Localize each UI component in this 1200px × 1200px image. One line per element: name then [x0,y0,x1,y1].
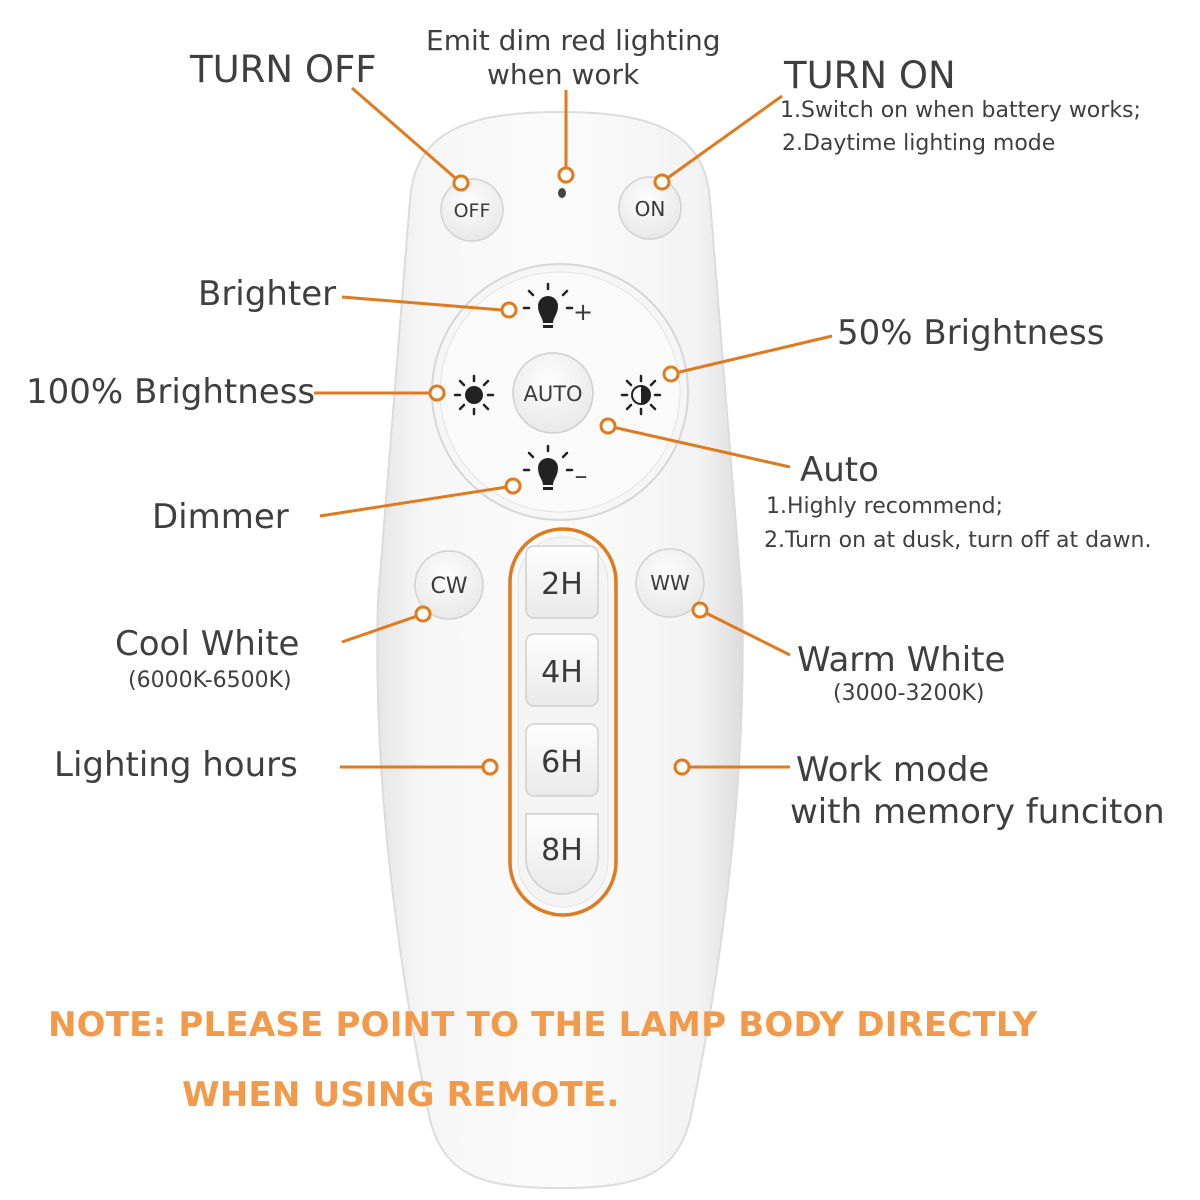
warm-white-range: (3000-3200K) [833,681,985,706]
cool-white-range: (6000K-6500K) [128,668,292,693]
auto-line1: 1.Highly recommend; [766,494,1004,519]
fifty-brightness-label: 50% Brightness [837,313,1105,353]
svg-text:2H: 2H [541,567,583,602]
svg-text:WW: WW [650,571,690,595]
svg-text:AUTO: AUTO [523,382,582,406]
svg-text:4H: 4H [541,655,583,690]
svg-text:6H: 6H [541,745,583,780]
auto-label: Auto [800,450,879,490]
brighter-label: Brighter [198,274,337,314]
svg-text:ON: ON [635,197,666,221]
emit-label-line2: when work [487,58,640,91]
hour-2h-button[interactable]: 2H [525,545,599,619]
turn-on-label: TURN ON [784,54,956,97]
sun-full-icon[interactable] [453,374,495,416]
on-button[interactable]: ON [618,176,682,240]
ww-button[interactable]: WW [635,548,705,618]
work-mode-line2: with memory funciton [790,792,1165,832]
hour-6h-button[interactable]: 6H [525,723,599,797]
auto-line2: 2.Turn on at dusk, turn off at dawn. [764,528,1152,553]
dimmer-label: Dimmer [152,497,289,537]
svg-text:CW: CW [430,574,467,599]
turn-on-line2: 2.Daytime lighting mode [782,131,1056,156]
warm-white-label: Warm White [797,640,1006,680]
hour-8h-button[interactable]: 8H [525,813,599,895]
svg-text:8H: 8H [541,833,583,868]
lighting-hours-label: Lighting hours [54,745,298,785]
svg-text:–: – [575,461,588,491]
callout-lines [314,86,833,769]
turn-on-line1: 1.Switch on when battery works; [780,98,1141,123]
sun-half-icon[interactable] [620,374,662,416]
cw-button[interactable]: CW [414,550,484,620]
note-line1: NOTE: PLEASE POINT TO THE LAMP BODY DIRE… [48,1005,1038,1045]
turn-off-label: TURN OFF [190,48,377,91]
bulb-plus-icon[interactable]: + [522,282,593,328]
hours-highlight [508,527,618,917]
svg-text:+: + [573,298,593,326]
callout-markers [414,166,709,776]
svg-text:OFF: OFF [454,200,491,222]
emit-label-line1: Emit dim red lighting [426,24,721,57]
cool-white-label: Cool White [115,624,300,664]
auto-button[interactable]: AUTO [512,352,594,434]
ir-led [558,188,566,198]
hour-4h-button[interactable]: 4H [525,633,599,707]
bulb-minus-icon[interactable]: – [522,444,588,491]
hundred-brightness-label: 100% Brightness [26,372,316,412]
note-line2: WHEN USING REMOTE. [182,1075,620,1115]
off-button[interactable]: OFF [440,178,504,242]
work-mode-line1: Work mode [796,750,990,790]
